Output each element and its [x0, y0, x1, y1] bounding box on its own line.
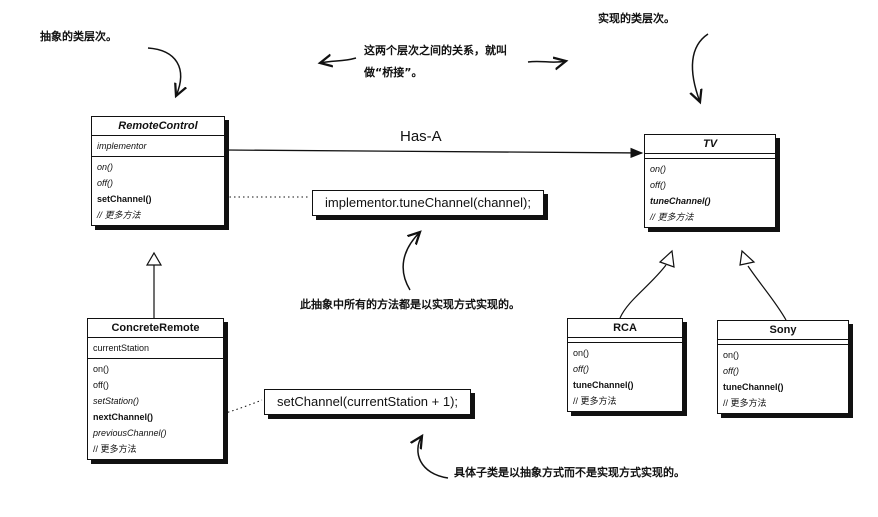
sony-inheritance-line	[747, 265, 787, 321]
remote-control-class: RemoteControl implementor on() off() set…	[91, 116, 225, 226]
bridge-right-arrow	[527, 61, 566, 62]
concrete-remote-method-more: // 更多方法	[93, 444, 137, 454]
sony-method-off: off()	[723, 366, 740, 376]
bridge-left-arrow	[320, 58, 357, 63]
rca-attributes	[568, 338, 682, 343]
sony-method-tune-channel: tuneChannel()	[723, 382, 784, 392]
concrete-remote-method-previous-channel: previousChannel()	[93, 428, 167, 438]
concrete-remote-class-name: ConcreteRemote	[88, 319, 223, 338]
rca-method-off: off()	[573, 364, 590, 374]
tv-class: TV on() off() tuneChannel() // 更多方法	[644, 134, 776, 228]
concrete-remote-attributes: currentStation	[88, 338, 223, 359]
implemented-via-note: 此抽象中所有的方法都是以实现方式实现的。	[300, 298, 520, 311]
remote-control-method-on: on()	[97, 162, 114, 172]
sony-class-name: Sony	[718, 321, 848, 340]
subclasses-pointer-arrow	[418, 436, 449, 479]
rca-class-name: RCA	[568, 319, 682, 338]
implementation-hierarchy-note: 实现的类层次。	[598, 12, 675, 25]
remote-control-attribute: implementor	[97, 141, 147, 151]
tv-methods: on() off() tuneChannel() // 更多方法	[645, 159, 775, 227]
sony-method-more: // 更多方法	[723, 398, 767, 408]
sony-attributes	[718, 340, 848, 345]
tv-method-on: on()	[650, 164, 667, 174]
remote-control-method-more: // 更多方法	[97, 210, 141, 220]
tv-method-tune-channel: tuneChannel()	[650, 196, 711, 206]
implementation-pointer-arrow	[692, 33, 709, 102]
implemented-via-pointer-arrow	[402, 232, 420, 291]
remote-control-methods: on() off() setChannel() // 更多方法	[92, 157, 224, 225]
rca-method-on: on()	[573, 348, 590, 358]
rca-class: RCA on() off() tuneChannel() // 更多方法	[567, 318, 683, 412]
remote-control-class-name: RemoteControl	[92, 117, 224, 136]
concrete-remote-class: ConcreteRemote currentStation on() off()…	[87, 318, 224, 460]
remote-control-method-off: off()	[97, 178, 114, 188]
bridge-note: 这两个层次之间的关系，就叫做“桥接”。	[364, 44, 507, 79]
next-channel-code-box: setChannel(currentStation + 1);	[264, 389, 472, 415]
sony-method-on: on()	[723, 350, 740, 360]
concrete-remote-method-off: off()	[93, 380, 109, 390]
rca-inheritance-triangle	[658, 249, 675, 268]
set-channel-code-box: implementor.tuneChannel(channel);	[312, 190, 544, 216]
sony-methods: on() off() tuneChannel() // 更多方法	[718, 345, 848, 413]
concrete-remote-inheritance-triangle	[145, 251, 163, 266]
concrete-remote-methods: on() off() setStation() nextChannel() pr…	[88, 359, 223, 459]
remote-control-method-set-channel: setChannel()	[97, 194, 152, 204]
tv-method-more: // 更多方法	[650, 212, 694, 222]
rca-methods: on() off() tuneChannel() // 更多方法	[568, 343, 682, 411]
remote-control-attributes: implementor	[92, 136, 224, 157]
abstraction-hierarchy-note: 抽象的类层次。	[40, 30, 117, 43]
sony-inheritance-triangle	[739, 249, 756, 266]
rca-method-tune-channel: tuneChannel()	[573, 380, 634, 390]
rca-inheritance-line	[619, 264, 667, 319]
concrete-remote-attribute: currentStation	[93, 343, 150, 353]
concrete-remote-method-on: on()	[93, 364, 110, 374]
sony-class: Sony on() off() tuneChannel() // 更多方法	[717, 320, 849, 414]
tv-method-off: off()	[650, 180, 667, 190]
subclasses-note: 具体子类是以抽象方式而不是实现方式实现的。	[454, 466, 685, 479]
has-a-arrow	[224, 147, 644, 159]
tv-class-name: TV	[645, 135, 775, 154]
abstraction-pointer-arrow	[147, 47, 181, 96]
has-a-label: Has-A	[400, 128, 442, 145]
rca-method-more: // 更多方法	[573, 396, 617, 406]
tv-attributes	[645, 154, 775, 159]
concrete-remote-method-next-channel: nextChannel()	[93, 412, 154, 422]
concrete-remote-method-set-station: setStation()	[93, 396, 140, 406]
